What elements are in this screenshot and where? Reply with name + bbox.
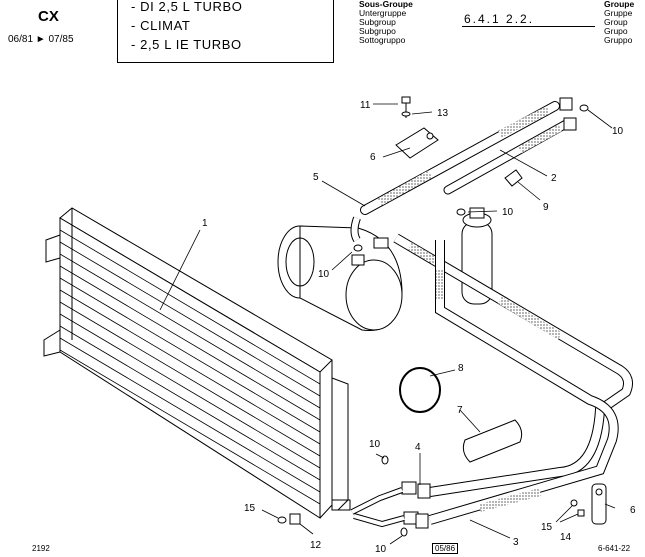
callout-1: 1	[202, 218, 208, 229]
group-label-it: Gruppo	[604, 35, 633, 45]
callout-11: 11	[360, 100, 371, 111]
subgroup-labels: Sous-Groupe Untergruppe Subgroup Subgrup…	[359, 0, 413, 45]
small-parts	[277, 96, 607, 537]
callout-6-top: 6	[370, 152, 376, 163]
callout-13: 13	[437, 108, 449, 119]
subgroup-label-es: Subgrupo	[359, 26, 396, 36]
group-labels: Groupe Gruppe Group Grupo Gruppo	[604, 0, 634, 45]
callout-4: 4	[415, 442, 421, 453]
group-label-en: Group	[604, 17, 628, 27]
callout-10-mid: 10	[369, 439, 381, 450]
description-box	[117, 0, 334, 63]
callout-10-dryer: 10	[502, 207, 514, 218]
subgroup-label-fr: Sous-Groupe	[359, 0, 413, 9]
description-line-1: - DI 2,5 L TURBO	[131, 0, 243, 14]
description-line-3: - 2,5 L IE TURBO	[131, 37, 242, 52]
footer-date: 05/86	[432, 543, 459, 554]
subgroup-label-en: Subgroup	[359, 17, 396, 27]
callout-9: 9	[543, 202, 549, 213]
callout-5: 5	[313, 172, 319, 183]
refrigerant-hoses	[350, 97, 633, 529]
leader-lines	[159, 103, 616, 545]
callout-12: 12	[310, 540, 322, 551]
callout-8: 8	[458, 363, 464, 374]
callout-3: 3	[513, 537, 519, 548]
callout-10-top-right: 10	[612, 126, 624, 137]
compressor	[277, 225, 403, 331]
production-years: 06/81 ► 07/85	[8, 34, 74, 45]
subgroup-label-de: Untergruppe	[359, 8, 407, 18]
model-name: CX	[38, 8, 59, 25]
callout-10-bottom: 10	[375, 544, 387, 555]
subgroup-label-it: Sottogruppo	[359, 35, 406, 45]
footer-reference: 2192	[32, 544, 50, 553]
condenser	[43, 207, 351, 519]
callout-2: 2	[551, 173, 557, 184]
callout-10-compressor: 10	[318, 269, 330, 280]
subgroup-code: 6.4.1 2.2.	[464, 12, 535, 26]
callout-6-bottom: 6	[630, 505, 636, 516]
group-label-de: Gruppe	[604, 8, 633, 18]
description-line-2: - CLIMAT	[131, 18, 191, 33]
callout-7: 7	[457, 405, 463, 416]
callout-15-left: 15	[244, 503, 256, 514]
footer-plate-number: 6-641-22	[598, 544, 631, 553]
group-label-fr: Groupe	[604, 0, 635, 9]
callout-14: 14	[560, 532, 572, 543]
callout-15-right: 15	[541, 522, 553, 533]
group-label-es: Grupo	[604, 26, 628, 36]
subgroup-code-underline	[462, 26, 595, 27]
